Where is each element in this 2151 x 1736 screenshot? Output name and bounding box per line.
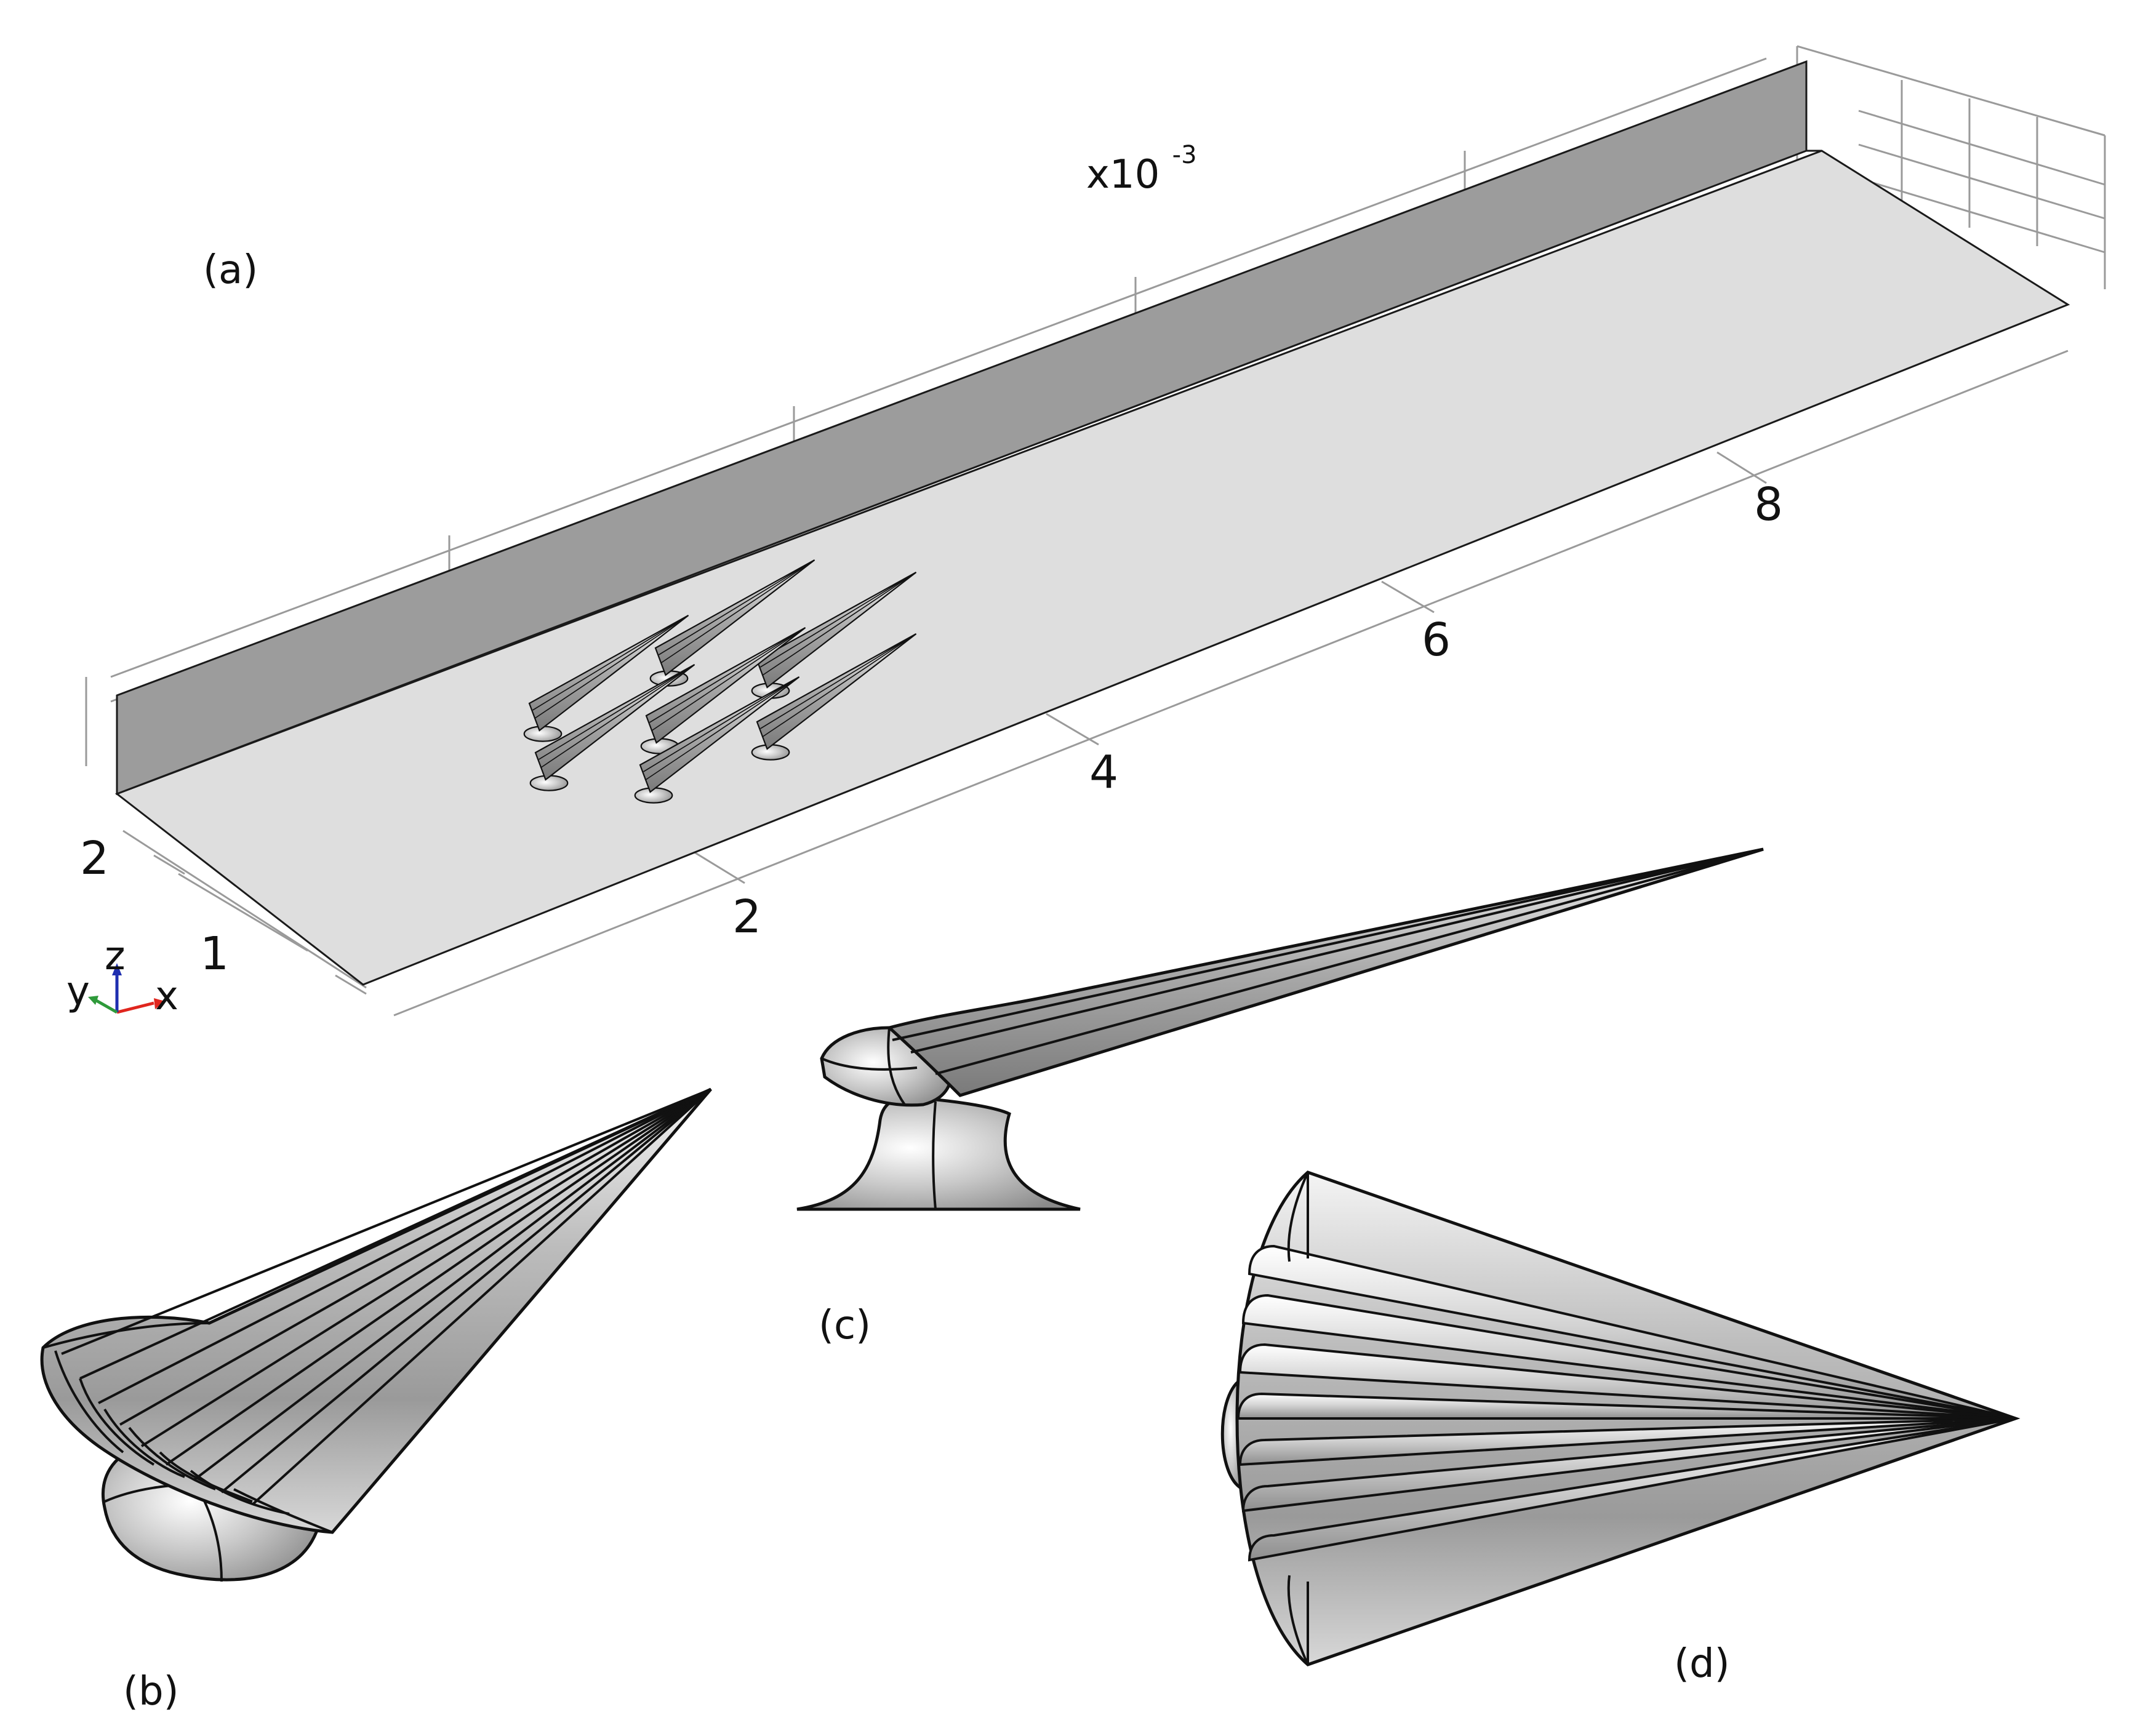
x-tick-4: 4 — [1089, 746, 1118, 799]
spine-flutes-d — [1236, 1244, 2016, 1562]
triad-z-label: z — [105, 934, 126, 979]
y-tick-1: 1 — [200, 927, 229, 980]
triad-x-label: x — [155, 974, 178, 1019]
panel-a-label: (a) — [203, 247, 258, 293]
x-tick-6: 6 — [1422, 614, 1451, 666]
spine-needle-c — [886, 847, 1764, 1097]
panel-d: (d) — [1220, 1170, 2021, 1687]
panel-b: (b) — [40, 1087, 712, 1714]
scale-exponent: -3 — [1172, 141, 1197, 169]
panel-b-label: (b) — [123, 1669, 179, 1714]
scale-base: x10 — [1086, 152, 1160, 198]
x-tick-8: 8 — [1754, 478, 1783, 531]
domain-floor — [114, 150, 2070, 986]
spine-needle-flutes-c — [892, 848, 1764, 1075]
panel-a: (a) x10 -3 2 4 6 8 1 2 x y z — [66, 45, 2106, 1019]
x-tick-2: 2 — [732, 890, 761, 943]
panel-c: (c) — [796, 847, 1764, 1348]
panel-d-label: (d) — [1674, 1641, 1730, 1687]
triad-y-label: y — [66, 969, 90, 1014]
spine-stem-c — [796, 1096, 1081, 1211]
scale-factor: x10 -3 — [1086, 141, 1197, 198]
spine-flutes-b — [42, 1088, 712, 1534]
axis-triad: x y z — [66, 934, 178, 1019]
panel-c-label: (c) — [819, 1303, 871, 1348]
spine-array — [523, 559, 917, 804]
spine-cone-b — [40, 1087, 712, 1534]
y-tick-2: 2 — [80, 832, 109, 885]
